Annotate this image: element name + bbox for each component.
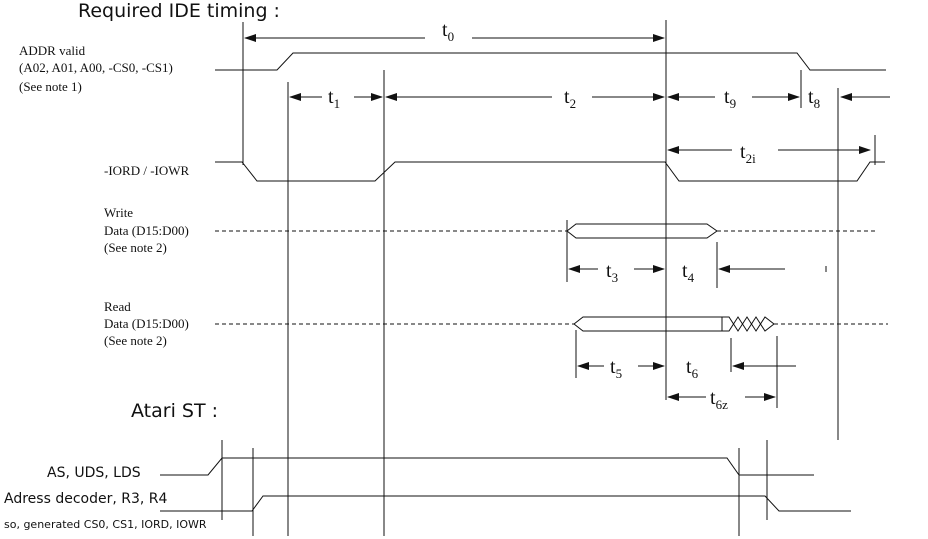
atari-st-title: Atari ST : xyxy=(131,400,218,422)
adress-decoder-note: so, generated CS0, CS1, IORD, IOWR xyxy=(4,518,207,531)
t9-label: t9 xyxy=(724,86,736,111)
read-data-line2: Data (D15:D00) xyxy=(104,316,189,331)
write-data-line1: Write xyxy=(104,205,134,220)
t2i-label: t2i xyxy=(740,141,756,166)
t0-label: t0 xyxy=(442,19,454,44)
as-uds-lds-waveform xyxy=(160,457,814,476)
t5-label: t5 xyxy=(610,356,622,381)
t4-label: t4 xyxy=(682,260,695,285)
write-data-line3: (See note 2) xyxy=(104,240,167,255)
addr-valid-waveform xyxy=(215,52,886,71)
t2-label: t2 xyxy=(564,86,576,111)
adress-decoder-waveform xyxy=(160,495,851,512)
t1-label: t1 xyxy=(328,86,340,111)
addr-valid-line1: ADDR valid xyxy=(19,43,86,58)
write-data-line2: Data (D15:D00) xyxy=(104,223,189,238)
read-data-line3: (See note 2) xyxy=(104,333,167,348)
write-data-valid xyxy=(566,223,718,239)
iord-waveform xyxy=(215,161,885,182)
t3-label: t3 xyxy=(606,260,618,285)
as-uds-lds-label: AS, UDS, LDS xyxy=(47,465,141,481)
t6z-label: t6z xyxy=(710,387,728,412)
read-data-line1: Read xyxy=(104,299,131,314)
iord-iowr-label: -IORD / -IOWR xyxy=(104,163,190,178)
read-data-valid xyxy=(573,316,723,332)
adress-decoder-label: Adress decoder, R3, R4 xyxy=(4,491,168,507)
read-data-xxx xyxy=(722,316,775,332)
ide-timing-title: Required IDE timing : xyxy=(78,0,280,22)
addr-valid-line2: (A02, A01, A00, -CS0, -CS1) xyxy=(19,60,173,75)
t6-label: t6 xyxy=(686,356,699,381)
t8-label: t8 xyxy=(808,86,820,111)
addr-valid-line3: (See note 1) xyxy=(19,79,82,94)
